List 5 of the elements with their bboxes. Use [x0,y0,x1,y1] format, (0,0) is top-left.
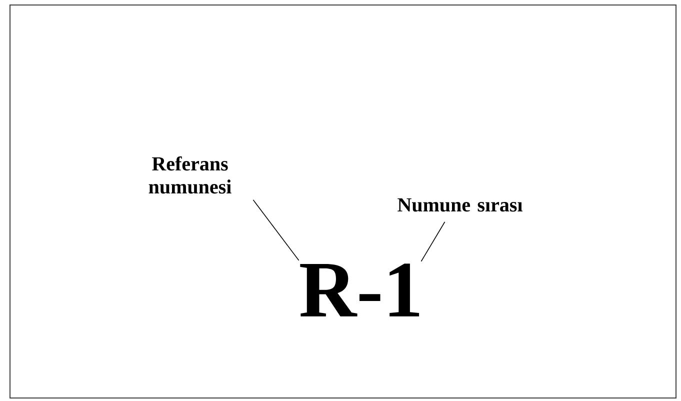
sample-code: R-1 [300,264,420,316]
leader-line [420,221,446,262]
callout-label: Numune sırası [398,198,522,212]
leader-line [252,199,300,261]
callout-label: Referans numunesi [148,156,232,194]
